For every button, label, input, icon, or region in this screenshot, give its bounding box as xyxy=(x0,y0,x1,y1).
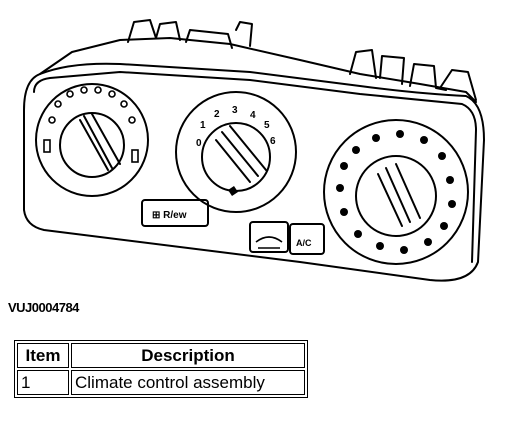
table-header-row: Item Description xyxy=(17,343,305,368)
temperature-mark-2: 2 xyxy=(214,109,220,120)
table-cell-description: Climate control assembly xyxy=(71,370,305,395)
figure-id: VUJ0004784 xyxy=(8,300,79,315)
temperature-mark-0: 0 xyxy=(196,138,202,149)
fan-dial-knob[interactable] xyxy=(59,112,125,178)
mounting-tab-side xyxy=(439,69,477,101)
distribution-dial-bezel xyxy=(323,119,469,265)
mounting-tab-right xyxy=(349,49,447,91)
column-header-description: Description xyxy=(71,343,305,368)
temperature-scale: 0 1 2 3 4 5 6 xyxy=(196,105,276,149)
fan-dial-bezel xyxy=(35,83,149,197)
temperature-dial-grip xyxy=(215,125,267,183)
mounting-tab-center xyxy=(185,21,253,49)
fan-dial-grip xyxy=(79,113,121,171)
distribution-dial-knob[interactable] xyxy=(355,155,437,237)
temperature-dial-bezel xyxy=(175,91,297,213)
heated-screen-icon xyxy=(255,236,283,249)
item-description-table: Item Description 1 Climate control assem… xyxy=(14,340,308,398)
ac-button[interactable] xyxy=(289,223,325,255)
ac-button-label: A/C xyxy=(296,238,312,248)
housing-top xyxy=(39,37,477,103)
fan-icon xyxy=(228,186,238,196)
distribution-markers xyxy=(336,130,456,254)
faceplate-outline xyxy=(23,62,485,282)
temperature-mark-1: 1 xyxy=(200,120,206,131)
temperature-mark-5: 5 xyxy=(264,120,270,131)
distribution-dial-grip xyxy=(377,163,421,227)
faceplate-inner-edge xyxy=(33,71,477,263)
heated-screen-button[interactable] xyxy=(249,221,289,253)
mounting-tab-left xyxy=(127,19,181,43)
table-cell-item: 1 xyxy=(17,370,69,395)
temperature-mark-6: 6 xyxy=(270,136,276,147)
recirculation-button-label: ⊞ R/ew xyxy=(152,210,187,221)
table-row: 1 Climate control assembly xyxy=(17,370,305,395)
column-header-item: Item xyxy=(17,343,69,368)
fan-speed-markers xyxy=(43,86,139,163)
recirculation-button[interactable] xyxy=(141,199,209,227)
temperature-mark-4: 4 xyxy=(250,110,256,121)
temperature-mark-3: 3 xyxy=(232,105,238,116)
climate-control-illustration: 0 1 2 3 4 5 6 ⊞ R/ew A/C xyxy=(23,19,485,282)
